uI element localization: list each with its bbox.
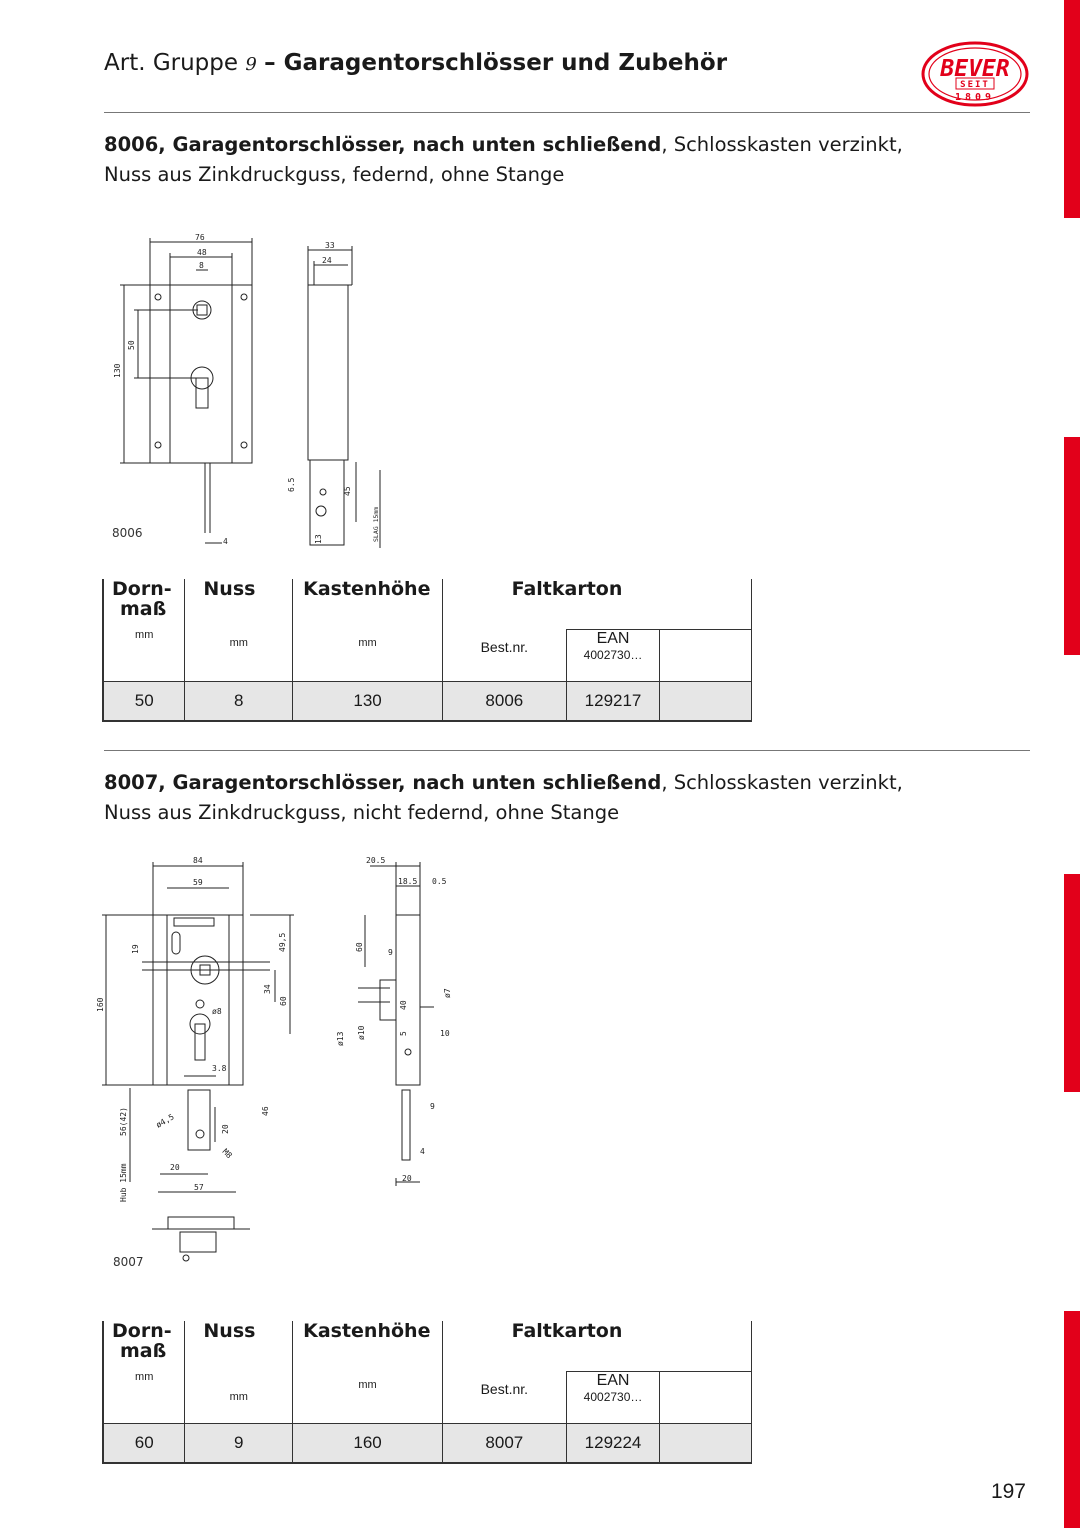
svg-text:13: 13 [314, 534, 323, 544]
side-tab-2 [1064, 437, 1080, 655]
svg-text:40: 40 [399, 1000, 408, 1010]
group-number: 9 [245, 54, 257, 75]
svg-text:20: 20 [221, 1124, 230, 1134]
svg-text:45: 45 [343, 486, 352, 496]
header-rule [104, 112, 1030, 113]
header-kastenhoehe: Kastenhöhe [292, 1321, 443, 1371]
svg-text:50: 50 [127, 340, 136, 350]
header-prefix: Art. Gruppe [104, 50, 239, 76]
side-tab-3 [1064, 874, 1080, 1092]
side-tab-4 [1064, 1311, 1080, 1528]
product-title: 8006, Garagentorschlösser, nach unten sc… [104, 133, 662, 156]
drawing-8007: 84 59 49,5 19 160 34 60 ø8 3.8 46 56(42)… [96, 856, 452, 1262]
page-number: 197 [990, 1480, 1026, 1503]
svg-text:20.5: 20.5 [366, 856, 385, 865]
svg-text:20: 20 [170, 1163, 180, 1172]
svg-text:19: 19 [131, 944, 140, 954]
svg-text:ø7: ø7 [443, 988, 452, 998]
cell-kasten: 160 [292, 1423, 443, 1464]
svg-text:M8: M8 [221, 1147, 234, 1160]
svg-text:ø4,5: ø4,5 [155, 1112, 176, 1130]
svg-text:24: 24 [322, 256, 332, 265]
product-title: 8007, Garagentorschlösser, nach unten sc… [104, 771, 662, 794]
svg-text:20: 20 [402, 1174, 412, 1183]
svg-text:9: 9 [388, 948, 393, 957]
header-faltkarton: Faltkarton [442, 1321, 752, 1371]
svg-text:Hub 15mm: Hub 15mm [119, 1163, 128, 1202]
svg-text:84: 84 [193, 856, 203, 865]
svg-text:4: 4 [420, 1147, 425, 1156]
svg-text:48: 48 [197, 248, 207, 257]
cell-dorn: 50 [102, 681, 185, 722]
svg-text:46: 46 [261, 1106, 270, 1116]
svg-text:57: 57 [194, 1183, 204, 1192]
header-faltkarton: Faltkarton [442, 579, 752, 629]
cell-ean: 129224 [565, 1423, 660, 1464]
spec-table-8006: Dorn-maß Nuss Kastenhöhe Faltkarton mm m… [102, 579, 752, 722]
drawing-8006: 76 48 8 50 130 4 33 24 6.5 45 13 SLAG 15… [113, 233, 381, 548]
svg-text:49,5: 49,5 [278, 933, 287, 952]
drawing-caption: 8007 [113, 1255, 144, 1269]
cell-bestnr: 8006 [442, 681, 567, 722]
svg-text:0.5: 0.5 [432, 877, 447, 886]
cell-ean: 129217 [565, 681, 660, 722]
product-8007-description: 8007, Garagentorschlösser, nach unten sc… [104, 771, 903, 824]
cell-bestnr: 8007 [442, 1423, 567, 1464]
svg-text:9: 9 [430, 1102, 435, 1111]
header-kastenhoehe: Kastenhöhe [292, 579, 443, 629]
svg-text:5: 5 [399, 1031, 408, 1036]
header-dorn: Dorn-maß [102, 1321, 185, 1371]
header-nuss: Nuss [184, 1321, 293, 1371]
cell-kasten: 130 [292, 681, 443, 722]
header-dorn: Dorn-maß [102, 579, 185, 629]
bever-logo: BEVER SEIT 1809 [921, 41, 1029, 107]
svg-text:6.5: 6.5 [287, 477, 296, 492]
svg-text:56(42): 56(42) [119, 1107, 128, 1136]
svg-text:SLAG 15mm: SLAG 15mm [372, 507, 380, 542]
cell-dorn: 60 [102, 1423, 185, 1464]
side-tab-1 [1064, 0, 1080, 218]
header-nuss: Nuss [184, 579, 293, 629]
svg-text:ø13: ø13 [336, 1031, 345, 1046]
page-header: Art. Gruppe 9 – Garagentorschlösser und … [104, 50, 727, 76]
cell-nuss: 8 [184, 681, 293, 722]
svg-text:33: 33 [325, 241, 335, 250]
cell-nuss: 9 [184, 1423, 293, 1464]
header-title: – Garagentorschlösser und Zubehör [264, 50, 728, 76]
product-8006-description: 8006, Garagentorschlösser, nach unten sc… [104, 133, 903, 186]
svg-text:ø8: ø8 [212, 1007, 222, 1016]
svg-text:18.5: 18.5 [398, 877, 417, 886]
svg-text:60: 60 [279, 996, 288, 1006]
section-rule [104, 750, 1030, 751]
svg-text:4: 4 [223, 537, 228, 546]
logo-year: 1809 [955, 92, 995, 103]
svg-text:3.8: 3.8 [212, 1064, 227, 1073]
svg-text:10: 10 [440, 1029, 450, 1038]
drawing-caption: 8006 [112, 526, 143, 540]
svg-text:130: 130 [113, 363, 122, 378]
svg-text:ø10: ø10 [357, 1025, 366, 1040]
svg-text:8: 8 [199, 261, 204, 270]
svg-text:34: 34 [263, 984, 272, 994]
svg-text:59: 59 [193, 878, 203, 887]
svg-text:76: 76 [195, 233, 205, 242]
svg-text:60: 60 [355, 942, 364, 952]
logo-since: SEIT [960, 80, 990, 90]
svg-text:160: 160 [96, 997, 105, 1012]
spec-table-8007: Dorn-maß Nuss Kastenhöhe Faltkarton mm m… [102, 1321, 752, 1464]
